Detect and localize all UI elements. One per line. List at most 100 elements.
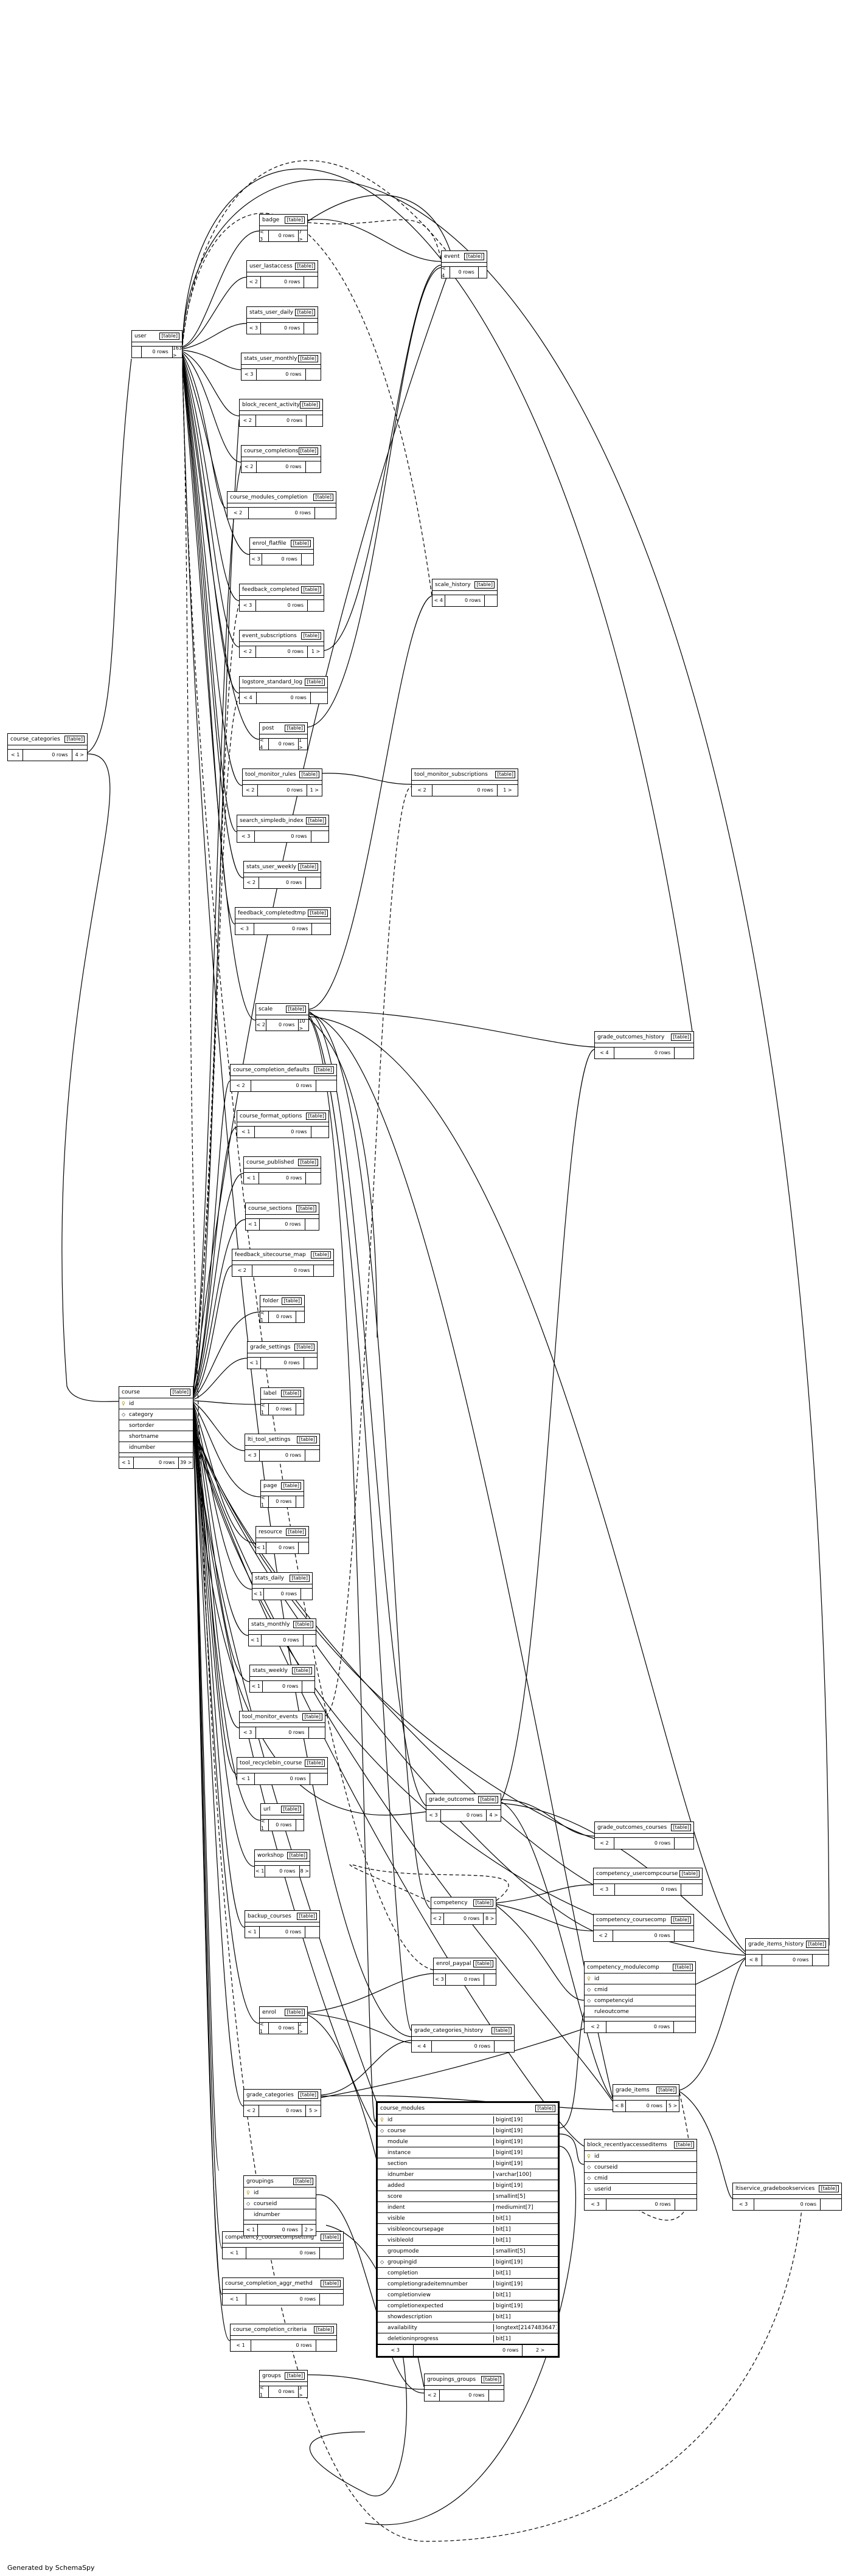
children-count[interactable]: 5 > [668, 2103, 678, 2108]
parents-count[interactable]: < 8 [746, 1955, 762, 1966]
children-count[interactable]: 3 > [299, 2385, 303, 2398]
parents-count[interactable]: < 4 [260, 737, 269, 750]
children-count[interactable] [299, 1542, 308, 1553]
parents-count[interactable]: < 1 [244, 1173, 259, 1184]
children-count[interactable] [821, 2199, 841, 2210]
children-count[interactable]: 2 > [536, 2347, 545, 2353]
children-count[interactable] [304, 323, 318, 334]
children-count[interactable] [305, 1219, 319, 1230]
children-count[interactable]: 163 > [172, 345, 182, 358]
parents-count[interactable]: < 3 [241, 369, 257, 380]
children-count[interactable] [305, 1927, 319, 1938]
parents-count[interactable]: < 3 [237, 831, 255, 842]
parents-count[interactable]: < 1 [250, 1681, 263, 1692]
children-count[interactable] [485, 595, 497, 606]
children-count[interactable] [304, 1635, 316, 1646]
parents-count[interactable] [132, 347, 142, 357]
children-count[interactable]: 4 > [489, 1812, 498, 1818]
children-count[interactable] [311, 692, 327, 703]
children-count[interactable] [674, 2022, 695, 2032]
parents-count[interactable]: < 3 [260, 229, 269, 242]
children-count[interactable] [316, 2340, 336, 2351]
children-count[interactable] [296, 1820, 304, 1831]
children-count[interactable] [675, 1838, 693, 1849]
parents-count[interactable]: < 3 [585, 2199, 607, 2210]
parents-count[interactable]: < 2 [425, 2390, 440, 2401]
children-count[interactable]: 8 > [485, 1916, 495, 1921]
children-count[interactable] [484, 1974, 496, 1985]
parents-count[interactable]: < 8 [613, 2101, 626, 2112]
children-count[interactable] [296, 1404, 304, 1415]
parents-count[interactable]: < 2 [241, 461, 257, 472]
parents-count[interactable]: < 2 [243, 785, 259, 796]
parents-count[interactable]: < 3 [733, 2199, 754, 2210]
parents-count[interactable]: < 1 [245, 1927, 260, 1938]
parents-count[interactable]: < 2 [595, 1838, 614, 1849]
parents-count[interactable]: < 2 [585, 2022, 606, 2032]
parents-count[interactable]: < 1 [244, 2225, 258, 2236]
parents-count[interactable]: < 2 [228, 508, 249, 519]
children-count[interactable] [306, 461, 321, 472]
parents-count[interactable]: < 3 [240, 600, 256, 611]
children-count[interactable] [675, 1048, 693, 1058]
parents-count[interactable]: < 1 [252, 1589, 264, 1600]
parents-count[interactable]: < 1 [246, 1219, 260, 1230]
children-count[interactable] [320, 2294, 343, 2305]
children-count[interactable] [315, 508, 336, 519]
children-count[interactable] [311, 1127, 328, 1138]
children-count[interactable] [304, 277, 318, 288]
parents-count[interactable]: < 2 [240, 415, 256, 426]
parents-count[interactable]: < 3 [426, 1810, 441, 1821]
parents-count[interactable]: < 1 [231, 2340, 252, 2351]
parents-count[interactable]: < 2 [244, 2105, 259, 2116]
parents-count[interactable]: < 3 [434, 1974, 446, 1985]
children-count[interactable] [310, 1773, 327, 1784]
children-count[interactable] [314, 1265, 333, 1276]
parents-count[interactable]: < 1 [249, 1635, 262, 1646]
children-count[interactable] [495, 2041, 514, 2052]
parents-count[interactable]: < 1 [256, 1542, 266, 1553]
table-course[interactable]: course [table] idcategorysortordershortn… [119, 1386, 193, 1469]
parents-count[interactable]: < 3 [594, 1884, 615, 1895]
parents-count[interactable]: < 3 [245, 1450, 260, 1461]
parents-count[interactable]: < 3 [378, 2345, 414, 2356]
parents-count[interactable]: < 1 [260, 1310, 269, 1323]
table-block-recentlyaccesseditems[interactable]: block_recentlyaccesseditems [table] idco… [584, 2139, 697, 2211]
children-count[interactable] [308, 600, 324, 611]
parents-count[interactable]: < 1 [261, 1495, 269, 1508]
children-count[interactable] [311, 831, 328, 842]
children-count[interactable] [675, 2199, 696, 2210]
parents-count[interactable]: < 3 [247, 323, 261, 334]
parents-count[interactable]: < 1 [261, 1818, 269, 1831]
